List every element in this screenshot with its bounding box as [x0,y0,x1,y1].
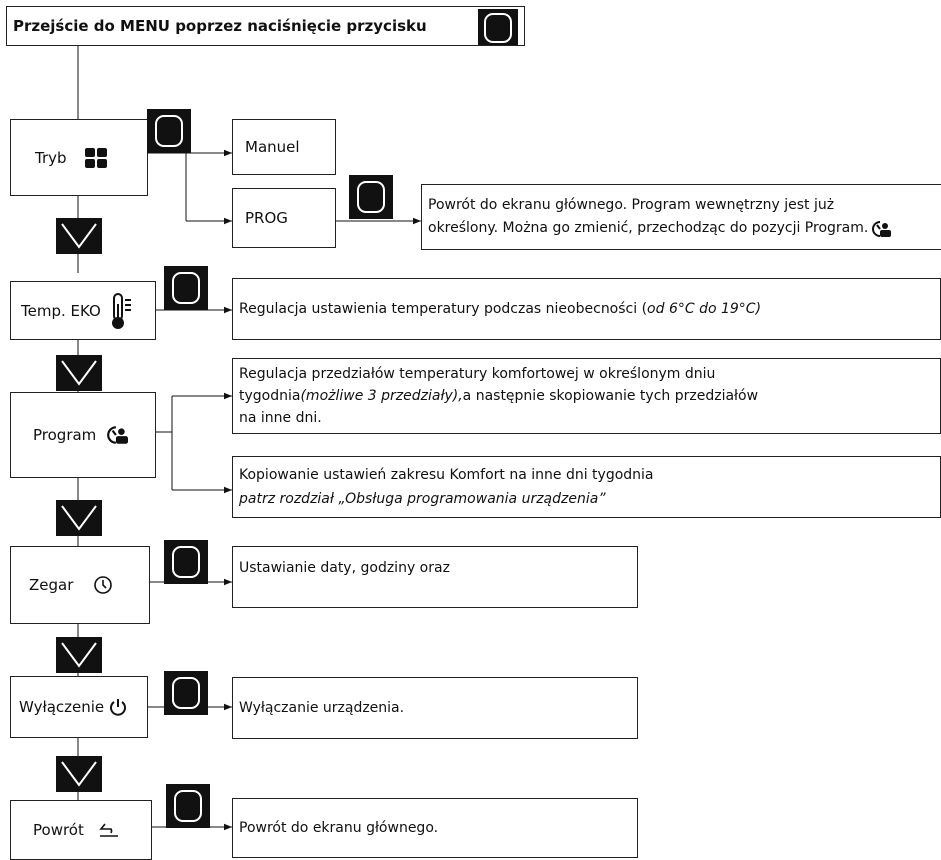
desc-italic: (możliwe 3 przedziały), [300,388,463,404]
menu-item-label: Temp. EKO [21,301,101,320]
ok-button-icon [164,540,208,584]
menu-item-label: Tryb [35,148,67,167]
desc-line: a następnie skopiowanie tych przedziałów [462,388,759,404]
ok-button-icon [166,784,210,828]
desc-line: określony. Można go zmienić, przechodząc… [428,220,869,236]
down-arrow-icon [56,500,102,536]
desc-line: Regulacja przedziałów temperatury komfor… [239,366,716,382]
menu-item-label: Powrót [33,821,84,839]
prog-description: Powrót do ekranu głównego. Program wewnę… [421,184,941,250]
option-label: PROG [245,209,288,227]
menu-item-wylaczenie: Wyłączenie [10,676,148,738]
down-arrow-icon [56,218,102,254]
menu-title-box: Przejście do MENU poprzez naciśnięcie pr… [6,6,525,46]
desc-line: na inne dni. [239,410,322,426]
menu-item-program: Program [10,392,156,478]
option-prog: PROG [232,188,336,248]
program-description-1: Regulacja przedziałów temperatury komfor… [232,358,941,434]
ok-button-icon [164,266,208,310]
menu-item-label: Zegar [29,576,74,594]
desc-line: Wyłączanie urządzenia. [239,699,405,716]
desc-line: Powrót do ekranu głównego. Program wewnę… [428,197,835,213]
menu-item-powrot: Powrót [10,800,152,860]
desc-line: Regulacja ustawienia temperatury podczas… [239,300,648,317]
menu-item-temp-eko: Temp. EKO [10,281,156,340]
ok-button-icon [349,175,393,219]
desc-line: Ustawianie daty, godziny oraz [239,560,450,576]
powrot-description: Powrót do ekranu głównego. [232,798,638,858]
ok-button-icon [147,109,191,153]
desc-range: od 6°C do 19°C) [647,300,762,317]
down-arrow-icon [56,355,102,391]
menu-item-label: Program [33,426,97,444]
desc-line: tygodnia [239,388,301,404]
menu-title: Przejście do MENU poprzez naciśnięcie pr… [13,17,427,35]
thermometer-icon [109,292,133,330]
grid-icon [84,147,107,168]
desc-line: Powrót do ekranu głównego. [239,819,439,836]
menu-item-tryb: Tryb [10,119,148,196]
program-description-2: Kopiowanie ustawień zakresu Komfort na i… [232,456,941,518]
return-icon [98,822,120,838]
ok-button-icon [164,671,208,715]
down-arrow-icon [56,756,102,792]
power-icon [108,697,128,717]
desc-line: Kopiowanie ustawień zakresu Komfort na i… [239,467,654,483]
program-clock-icon [871,220,892,238]
program-clock-icon [106,425,129,445]
option-manuel: Manuel [232,119,336,175]
down-arrow-icon [56,637,102,673]
zegar-description: Ustawianie daty, godziny oraz [232,546,638,608]
option-label: Manuel [245,138,300,156]
temp-eko-description: Regulacja ustawienia temperatury podczas… [232,278,941,340]
clock-icon [93,575,113,595]
menu-button-icon [478,9,518,45]
wylaczenie-description: Wyłączanie urządzenia. [232,677,638,739]
desc-italic: patrz rozdział „Obsługa programowania ur… [239,491,606,507]
menu-item-zegar: Zegar [10,546,150,624]
menu-item-label: Wyłączenie [19,698,105,716]
